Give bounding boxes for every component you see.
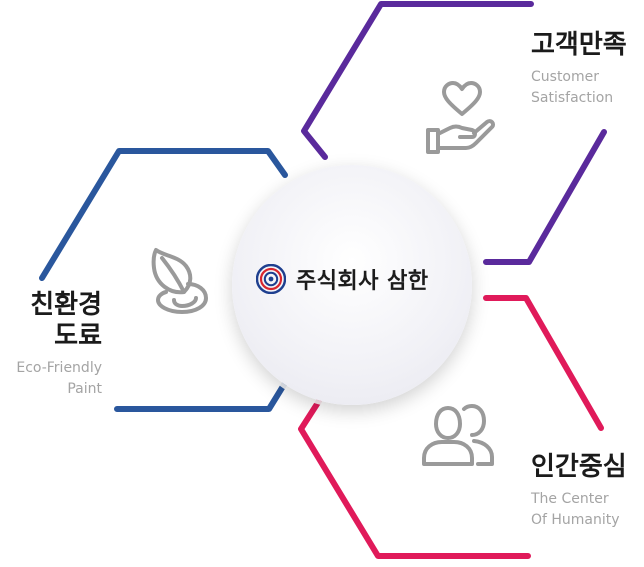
customer-title-en-line2: Satisfaction bbox=[531, 90, 614, 106]
eco-title-en-line1: Eco-Friendly bbox=[16, 360, 102, 376]
human-title-en: The Center Of Humanity bbox=[531, 489, 627, 531]
eco-title-en: Eco-Friendly Paint bbox=[16, 358, 102, 400]
human-title-en-line1: The Center bbox=[531, 491, 609, 507]
people-icon bbox=[422, 404, 494, 466]
eco-title-kr-line2: 도료 bbox=[54, 321, 102, 351]
company-name: 주식회사 삼한 bbox=[296, 269, 429, 294]
leaf-icon bbox=[151, 248, 208, 314]
heart-hand-icon bbox=[426, 81, 496, 154]
eco-label: 친환경 도료 Eco-Friendly Paint bbox=[16, 290, 102, 400]
customer-segment-outline-lower bbox=[483, 129, 607, 265]
eco-segment-outline bbox=[39, 148, 288, 281]
human-title-en-line2: Of Humanity bbox=[531, 512, 620, 528]
customer-title-kr: 고객만족 bbox=[531, 30, 627, 60]
eco-title-en-line2: Paint bbox=[67, 381, 102, 397]
human-label: 인간중심 The Center Of Humanity bbox=[531, 452, 627, 531]
human-segment-outline-upper bbox=[483, 295, 604, 431]
company-logo: 주식회사 삼한 bbox=[256, 259, 429, 299]
eco-title-kr-line1: 친환경 bbox=[30, 290, 102, 320]
samhan-logo-icon bbox=[256, 264, 286, 294]
customer-segment-outline bbox=[301, 1, 534, 160]
customer-title-en: Customer Satisfaction bbox=[531, 67, 627, 109]
human-segment-outline bbox=[298, 398, 531, 559]
eco-title-kr: 친환경 도료 bbox=[16, 290, 102, 352]
customer-title-en-line1: Customer bbox=[531, 69, 600, 85]
eco-segment-outline-lower bbox=[114, 380, 288, 412]
human-title-kr: 인간중심 bbox=[531, 452, 627, 482]
customer-label: 고객만족 Customer Satisfaction bbox=[531, 30, 627, 109]
